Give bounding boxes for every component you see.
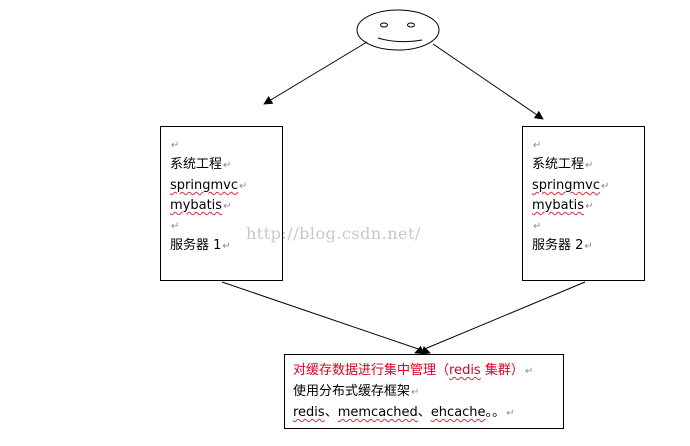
server-1-line-mybatis: mybatis↵ — [170, 198, 232, 213]
arrow-user-to-server-1 — [263, 41, 368, 105]
arrow-server-1-to-cache — [221, 281, 431, 355]
server-1-label: 服务器 1↵ — [170, 238, 231, 253]
server-1-line-system: 系统工程↵ — [170, 157, 232, 172]
paragraph-mark: ↵ — [171, 221, 180, 232]
paragraph-mark: ↵ — [533, 221, 542, 232]
server-2-label: 服务器 2↵ — [532, 238, 593, 253]
cache-cluster-box: 对缓存数据进行集中管理（redis 集群）↵ 使用分布式缓存框架↵ redis、… — [284, 354, 564, 429]
watermark: http://blog.csdn.net/ — [246, 224, 421, 243]
arrow-user-to-server-2 — [432, 43, 544, 120]
arrow-server-2-to-cache — [414, 281, 586, 355]
left-eye — [380, 22, 388, 28]
paragraph-mark: ↵ — [533, 140, 542, 151]
server-box-1: ↵ 系统工程↵ springmvc↵ mybatis↵ ↵ 服务器 1↵ — [160, 126, 283, 281]
paragraph-mark: ↵ — [171, 140, 180, 151]
server-2-line-mybatis: mybatis↵ — [532, 198, 594, 213]
server-2-line-system: 系统工程↵ — [532, 157, 594, 172]
cache-line-central-management: 对缓存数据进行集中管理（redis 集群）↵ — [293, 363, 534, 378]
smile — [377, 37, 423, 43]
server-1-line-springmvc: springmvc↵ — [170, 178, 248, 193]
cache-line-frameworks-list: redis、memcached、ehcache。。↵ — [293, 405, 515, 420]
cache-line-framework: 使用分布式缓存框架↵ — [293, 384, 420, 399]
right-eye — [407, 22, 415, 28]
server-2-line-springmvc: springmvc↵ — [532, 178, 610, 193]
smiley-face-icon — [356, 9, 440, 51]
server-box-2: ↵ 系统工程↵ springmvc↵ mybatis↵ ↵ 服务器 2↵ — [522, 126, 645, 281]
